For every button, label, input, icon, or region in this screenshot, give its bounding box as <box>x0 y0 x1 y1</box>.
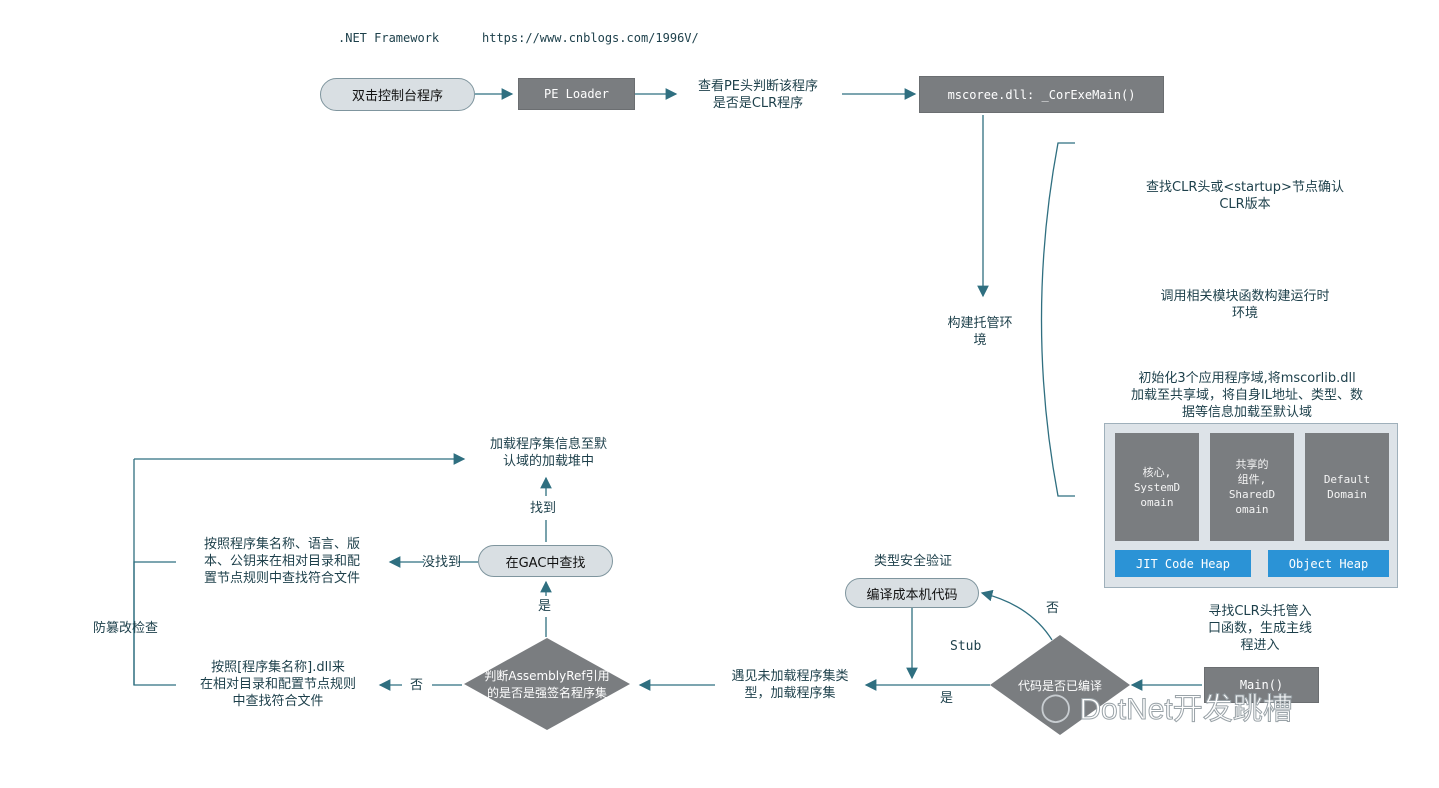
dblclick-node: 双击控制台程序 <box>320 78 475 111</box>
gac-node: 在GAC中查找 <box>478 545 613 577</box>
by-culture-text: 按照程序集名称、语言、版 本、公钥来在相对目录和配 置节点规则中查找符合文件 <box>203 537 360 586</box>
mscoree-node: mscoree.dll: _CorExeMain() <box>919 76 1164 113</box>
wechat-icon: ◯ <box>1040 689 1072 723</box>
notfound-label: 没找到 <box>422 555 462 570</box>
find-clr-text: 查找CLR头或<startup>节点确认 CLR版本 <box>1146 180 1344 212</box>
type-check-text: 类型安全验证 <box>873 554 952 569</box>
brace-curve <box>1040 142 1075 497</box>
call-funcs-text: 调用相关模块函数构建运行时 环境 <box>1160 289 1330 321</box>
compiled-text: 代码是否已编译 <box>1017 678 1102 693</box>
init-domains-text: 初始化3个应用程序域,将mscorlib.dll 加载至共享域，将自身IL地址、… <box>1130 371 1364 420</box>
yes-label: 是 <box>940 691 954 706</box>
url-label: https://www.cnblogs.com/1996V/ <box>482 31 699 45</box>
object-heap: Object Heap <box>1268 550 1389 577</box>
main-node: Main() <box>1204 667 1319 703</box>
stub-label: Stub <box>950 639 982 654</box>
load-info-text: 加载程序集信息至默 认域的加载堆中 <box>489 437 607 469</box>
arrow-compiled-native <box>980 589 1053 641</box>
no-label: 否 <box>1046 601 1060 616</box>
tamper-label: 防篡改检查 <box>92 621 158 636</box>
framework-label: .NET Framework <box>338 31 440 45</box>
compiled-diamond <box>990 635 1130 735</box>
jit-code-heap: JIT Code Heap <box>1115 550 1251 577</box>
found-label: 找到 <box>530 501 557 516</box>
build-env-text: 构建托管环 境 <box>947 316 1013 348</box>
find-entry-text: 寻找CLR头托管入 口函数，生成主线 程进入 <box>1207 604 1312 653</box>
yes2-label: 是 <box>538 599 552 614</box>
domain-shared: 共享的 组件, SharedD omain <box>1210 433 1294 541</box>
domain-default: Default Domain <box>1305 433 1389 541</box>
encounter-text: 遇见未加载程序集类 型，加载程序集 <box>731 669 849 701</box>
pe-loader-node: PE Loader <box>518 78 635 110</box>
compile-native-node: 编译成本机代码 <box>845 578 979 608</box>
judge-strong-text: 判断AssemblyRef引用 的是否是强签名程序集 <box>484 669 610 700</box>
no2-label: 否 <box>410 678 424 693</box>
strong-diamond <box>464 638 630 730</box>
watermark: ◯ DotNet开发跳槽 <box>1040 689 1293 727</box>
by-name-text: 按照[程序集名称].dll来 在相对目录和配置节点规则 中查找符合文件 <box>199 660 356 709</box>
check-pe-text: 查看PE头判断该程序 是否是CLR程序 <box>697 79 819 111</box>
domain-core: 核心, SystemD omain <box>1115 433 1199 541</box>
